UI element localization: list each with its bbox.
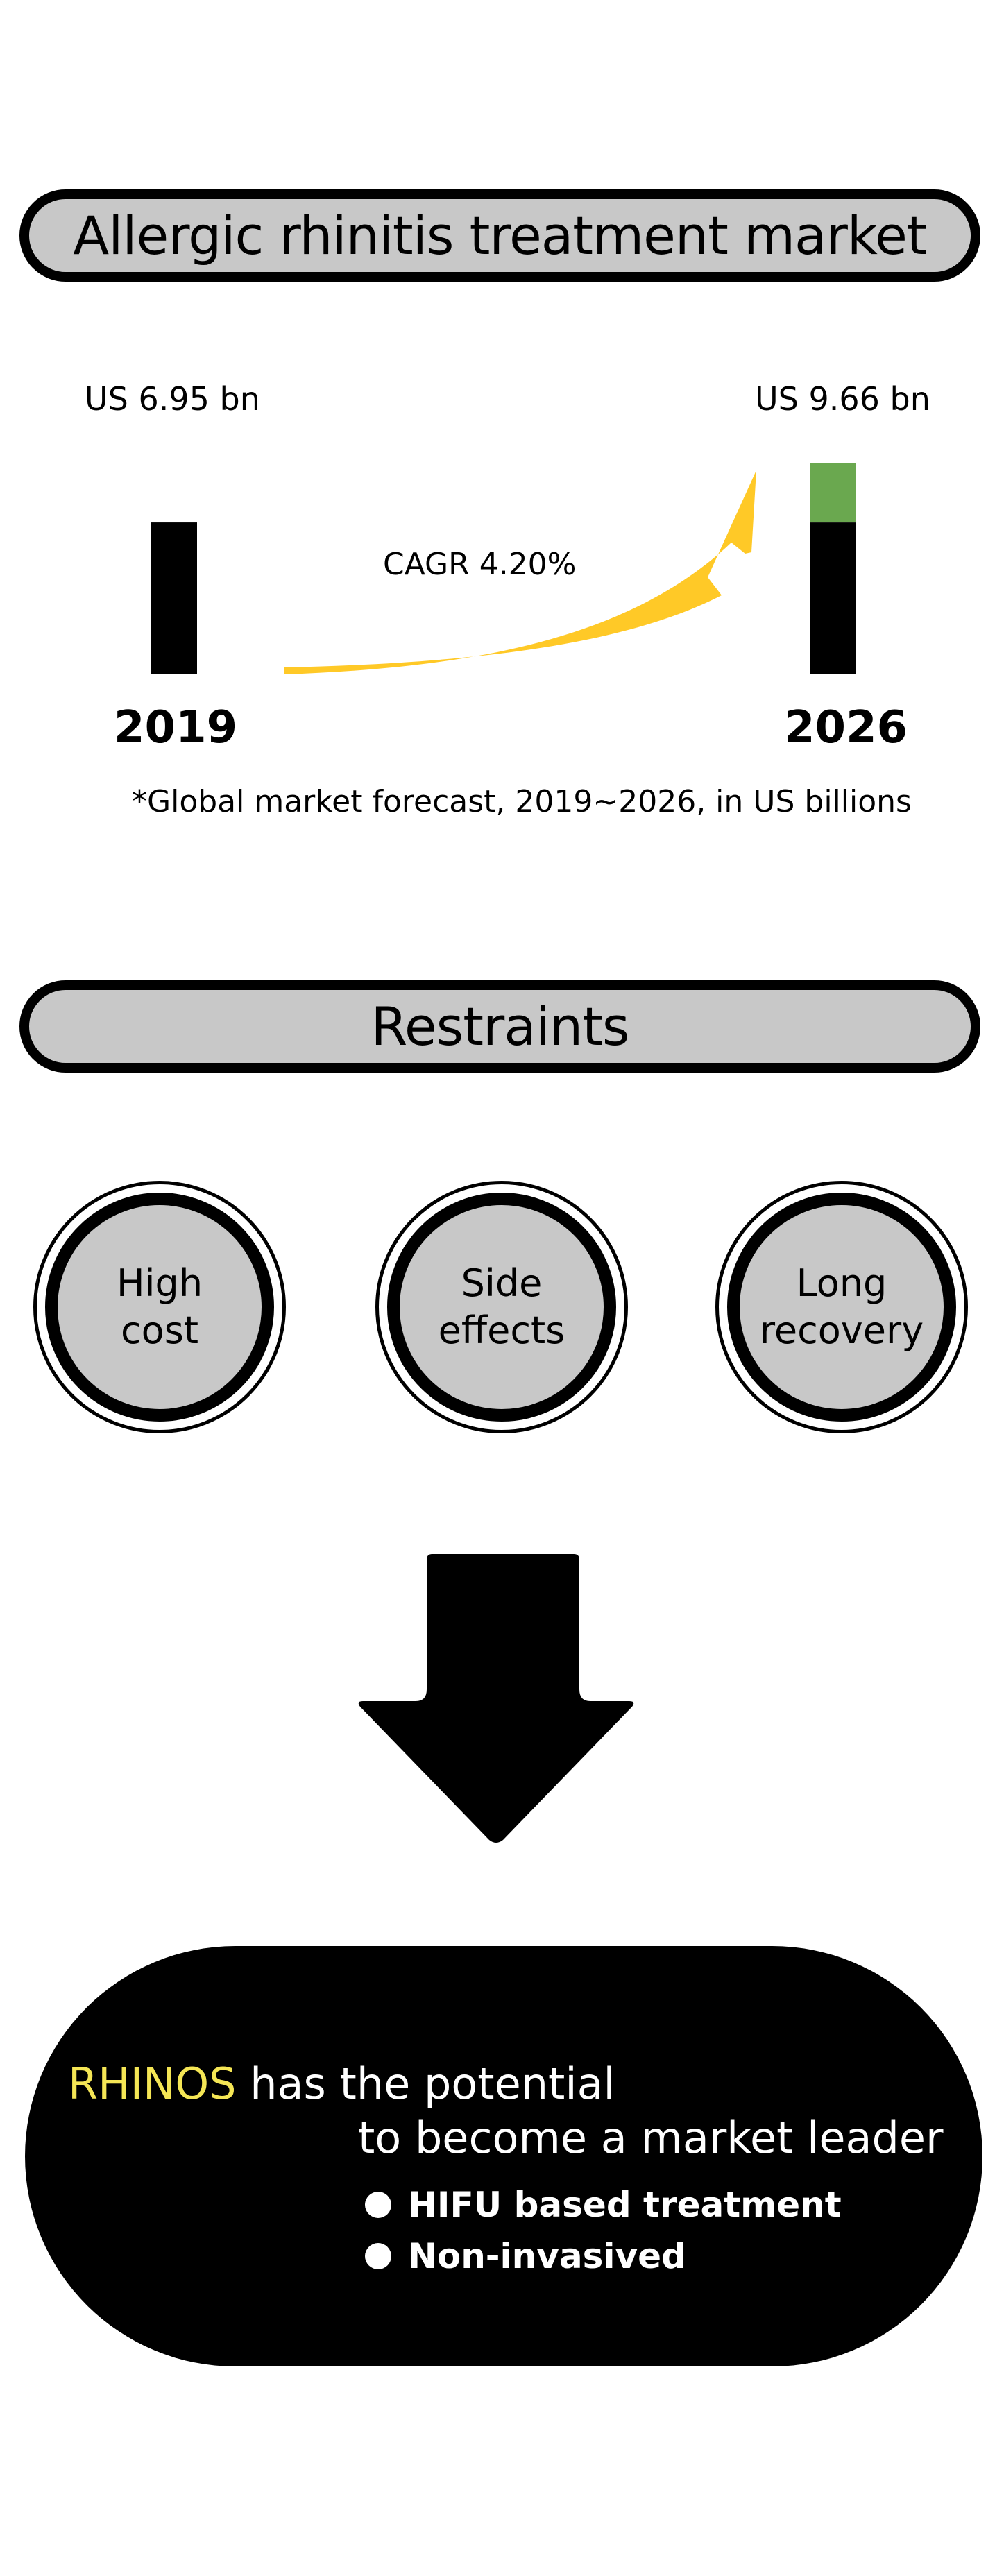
market-section-title: Allergic rhinitis treatment market bbox=[73, 205, 927, 266]
cagr-label: CAGR 4.20% bbox=[383, 547, 577, 582]
bar-2019-year: 2019 bbox=[114, 702, 238, 753]
bullet-icon bbox=[365, 2192, 391, 2218]
bar-2026-growth bbox=[810, 463, 856, 523]
conclusion-headline-line1: RHINOS has the potential bbox=[68, 2058, 615, 2109]
conclusion-panel: RHINOS has the potential to become a mar… bbox=[25, 1946, 982, 2366]
bar-2026-base bbox=[810, 522, 856, 674]
bar-2026-year: 2026 bbox=[784, 702, 908, 753]
market-bar-chart bbox=[151, 463, 856, 674]
benefits-list: HIFU based treatment Non-invasived bbox=[365, 2179, 842, 2282]
bar-2019 bbox=[151, 522, 197, 674]
benefit-item: Non-invasived bbox=[365, 2230, 842, 2282]
restraint-label: High cost bbox=[45, 1193, 274, 1422]
restraint-high-cost: High cost bbox=[33, 1181, 286, 1433]
brand-name: RHINOS bbox=[68, 2058, 237, 2109]
benefit-item: HIFU based treatment bbox=[365, 2179, 842, 2230]
restraints-section-title: Restraints bbox=[371, 996, 629, 1057]
bar-2019-value-label: US 6.95 bn bbox=[85, 380, 260, 418]
growth-arrow-icon bbox=[284, 470, 756, 674]
bar-2026-value-label: US 9.66 bn bbox=[755, 380, 930, 418]
conclusion-headline-line2: to become a market leader bbox=[358, 2113, 944, 2163]
bullet-icon bbox=[365, 2243, 391, 2269]
restraints-section-header: Restraints bbox=[19, 980, 980, 1073]
market-section-header: Allergic rhinitis treatment market bbox=[19, 189, 980, 282]
restraint-label: Long recovery bbox=[727, 1193, 956, 1422]
benefit-text: Non-invasived bbox=[408, 2236, 686, 2276]
down-arrow-icon bbox=[358, 1554, 634, 1843]
restraint-label: Side effects bbox=[387, 1193, 616, 1422]
benefit-text: HIFU based treatment bbox=[408, 2185, 842, 2225]
restraint-side-effects: Side effects bbox=[375, 1181, 628, 1433]
headline-rest: has the potential bbox=[236, 2058, 615, 2109]
market-footnote: *Global market forecast, 2019~2026, in U… bbox=[132, 784, 912, 819]
restraint-long-recovery: Long recovery bbox=[715, 1181, 968, 1433]
